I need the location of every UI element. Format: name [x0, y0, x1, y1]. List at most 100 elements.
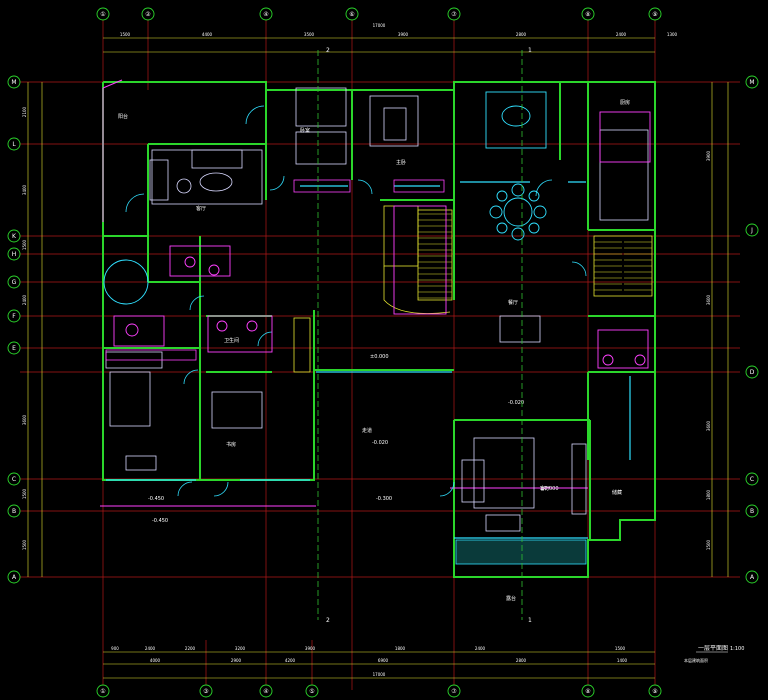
- wardrobe-3: [293, 317, 311, 373]
- room-label-terrace: 露台: [506, 595, 516, 602]
- dim-bottom2-5: 1400: [617, 658, 628, 663]
- axis-bubble-bottom-5-label: ⑧: [585, 688, 590, 695]
- dim-bottom2-1: 2900: [231, 658, 242, 663]
- dim-bottom-4: 3900: [305, 646, 316, 651]
- axis-bubble-top-1-label: ②: [145, 11, 151, 18]
- dim-bottom-6: 2400: [475, 646, 486, 651]
- axis-bubble-left-7: [7, 472, 21, 486]
- axis-bubble-top-6-label: ⑨: [652, 11, 657, 18]
- room-label-storage: 储藏: [612, 489, 622, 496]
- dim-right-3: 1800: [706, 489, 711, 500]
- section-2-top: 2: [326, 47, 330, 54]
- axis-bubble-right-3-label: C: [750, 476, 754, 483]
- axis-bubble-left-9: [7, 570, 21, 584]
- room-labels: 客厅 主卧 卧室 餐厅 厨房 卫生间 书房 客厅 露台 走道 阳台 储藏: [118, 99, 630, 602]
- dim-top-total: 17000: [373, 23, 386, 28]
- axis-bubble-left-5: [7, 309, 21, 323]
- dim-left-3: 2400: [22, 294, 27, 305]
- scale-text: 1:100: [730, 646, 744, 652]
- dim-top-6: 1300: [667, 32, 678, 37]
- dim-bottom2-4: 2800: [516, 658, 527, 663]
- room-label-kitchen: 厨房: [620, 99, 630, 106]
- elevation-2: -0.020: [372, 440, 388, 446]
- axis-bubble-bottom-2-label: ④: [263, 688, 268, 695]
- dim-bottom2-2: 4200: [285, 658, 296, 663]
- dim-top-0: 1500: [120, 32, 131, 37]
- axis-bubble-left-3: [7, 247, 21, 261]
- section-1-bottom: 1: [528, 617, 532, 624]
- axis-bubble-left-2: [7, 229, 21, 243]
- axis-bubble-top-0: [96, 7, 110, 21]
- axis-bubble-right-1-label: J: [750, 227, 753, 234]
- axis-bubble-top-5-label: ⑧: [585, 11, 590, 18]
- axis-bubble-bottom-3: [305, 684, 319, 698]
- axis-bubble-top-3-label: ⑥: [349, 11, 354, 18]
- subtitle-text: 本层建筑面积: [684, 657, 708, 663]
- elevation-1: ±0.000: [370, 354, 389, 360]
- axis-bubble-right-1: [745, 223, 759, 237]
- door-swings: [125, 105, 587, 497]
- axis-bubble-top-3: [345, 7, 359, 21]
- dim-left-1: 3400: [22, 184, 27, 195]
- axis-bubble-left-6: [7, 341, 21, 355]
- room-label-bedroom: 卧室: [300, 127, 310, 134]
- wardrobe-4: [105, 349, 197, 361]
- dim-bottom-0: 900: [111, 646, 119, 651]
- elevation-7: -0.450: [152, 518, 168, 524]
- drawing-title: 一层平面图 1:100 本层建筑面积: [684, 645, 744, 663]
- axis-bubble-right-4-label: B: [750, 508, 754, 515]
- dim-bottom-total: 17000: [373, 672, 386, 677]
- room-label-master: 主卧: [396, 159, 406, 166]
- furniture-cyan: [103, 91, 547, 305]
- dim-right-2: 3600: [706, 420, 711, 431]
- room-label-balcony: 阳台: [118, 113, 128, 120]
- dim-left-6: 1500: [22, 539, 27, 550]
- axis-bubble-left-3-label: H: [12, 251, 17, 258]
- dim-top-5: 2400: [616, 32, 627, 37]
- axis-bubble-top-0-label: ①: [100, 11, 105, 18]
- dim-top-4: 2800: [516, 32, 527, 37]
- axis-bubble-left-1-label: L: [12, 141, 16, 148]
- axis-bubble-top-5: [581, 7, 595, 21]
- section-2-bottom: 2: [326, 617, 330, 624]
- axis-bubble-left-2-label: K: [12, 233, 17, 240]
- dim-left-0: 2100: [22, 106, 27, 117]
- dim-top-3: 3900: [398, 32, 409, 37]
- title-text: 一层平面图: [698, 645, 728, 652]
- room-label-study: 书房: [226, 441, 236, 448]
- room-label-living: 客厅: [196, 205, 206, 212]
- dim-left-2: 1500: [22, 239, 27, 250]
- dim-bottom2-0: 4000: [150, 658, 161, 663]
- elevation-5: ±0.000: [540, 486, 559, 492]
- dim-top-2: 3500: [304, 32, 315, 37]
- dim-top-1: 4400: [202, 32, 213, 37]
- dim-bottom-2: 2200: [185, 646, 196, 651]
- building-walls: [102, 81, 656, 578]
- axis-bubble-left-0: [7, 75, 21, 89]
- terrace-hatch: [455, 539, 587, 565]
- axis-bubble-left-4-label: G: [12, 279, 17, 286]
- axis-bubble-left-8-label: B: [12, 508, 16, 515]
- outer-outline: [100, 79, 588, 507]
- room-label-dining: 餐厅: [508, 299, 518, 306]
- axis-bubble-top-1: [141, 7, 155, 21]
- axis-bubble-left-8: [7, 504, 21, 518]
- axis-bubble-left-1: [7, 137, 21, 151]
- room-label-lounge: 客厅: [540, 485, 550, 492]
- axis-bubble-bottom-3-label: ⑤: [309, 688, 314, 695]
- axis-bubble-bottom-6-label: ⑨: [652, 688, 657, 695]
- wardrobe-1: [293, 179, 351, 193]
- axis-bubble-bottom-2: [259, 684, 273, 698]
- axis-bubble-left-4: [7, 275, 21, 289]
- axis-bubble-right-2: [745, 365, 759, 379]
- axis-bubble-top-2-label: ④: [263, 11, 268, 18]
- axis-bubble-top-6: [648, 7, 662, 21]
- axis-bubble-bottom-4-label: ⑦: [451, 688, 457, 695]
- wardrobe-2: [393, 179, 445, 193]
- dim-bottom-1: 2400: [145, 646, 156, 651]
- axis-bubble-right-2-label: D: [750, 369, 755, 376]
- axis-bubble-left-0-label: M: [11, 79, 16, 86]
- furniture: [105, 87, 649, 532]
